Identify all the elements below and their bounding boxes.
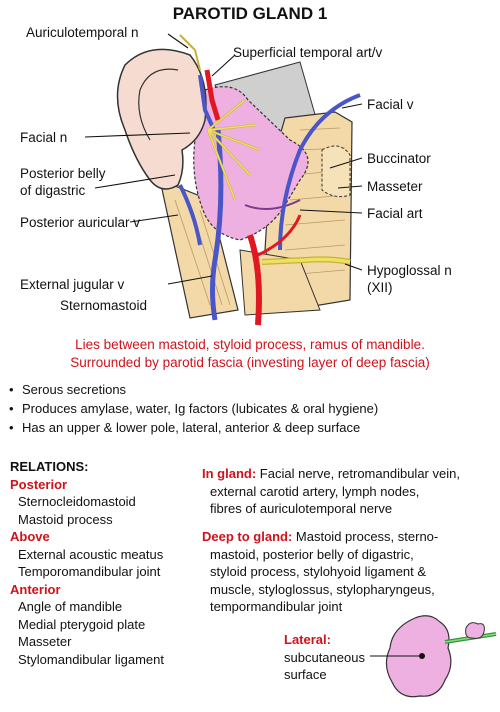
deep-to-gland-label: Deep to gland: (202, 529, 293, 544)
above-heading: Above (10, 529, 50, 544)
label-facial-vein: Facial v (367, 97, 414, 112)
auriculotemporal-nerve (179, 34, 201, 71)
relation-item: Angle of mandible (18, 599, 123, 614)
relations-heading: RELATIONS: (10, 459, 89, 474)
ear (116, 48, 207, 190)
lateral-line-1: subcutaneous (284, 649, 365, 665)
label-external-jugular: External jugular v (20, 277, 125, 292)
facial-artery (257, 214, 302, 257)
relation-item: Sternocleidomastoid (18, 494, 136, 509)
deep-line-5: tempormandibular joint (210, 599, 343, 614)
lateral-label: Lateral: (284, 632, 331, 647)
bullet-item: Serous secretions (8, 380, 378, 399)
in-gland-line-2: external carotid artery, lymph nodes, (210, 483, 420, 499)
in-gland-section: In gland: Facial nerve, retromandibular … (202, 465, 460, 518)
relation-item: Mastoid process (18, 511, 113, 527)
relation-item: Stylomandibular ligament (18, 651, 164, 667)
parotid-illustration (84, 33, 363, 326)
superficial-temporal-vein (198, 74, 216, 131)
label-auriculotemporal: Auriculotemporal n (26, 25, 139, 40)
deep-line-3: styloid process, stylohyoid ligament & (210, 564, 427, 579)
deep-line-4: muscle, styloglossus, stylopharyngeus, (210, 581, 435, 597)
label-sternomastoid: Sternomastoid (60, 298, 148, 313)
label-posterior-belly-2: of digastric (20, 183, 86, 198)
lateral-surface-diagram (370, 615, 497, 698)
summary-line-2: Surrounded by parotid fascia (investing … (70, 355, 430, 370)
page-title: PAROTID GLAND 1 (172, 4, 328, 23)
label-posterior-auricular: Posterior auricular v (20, 215, 141, 230)
lateral-section: Lateral: subcutaneous surface (284, 631, 365, 684)
anterior-heading: Anterior (10, 581, 61, 597)
bullet-item: Has an upper & lower pole, lateral, ante… (8, 418, 378, 437)
label-facial-artery: Facial art (367, 206, 423, 221)
relations-section: RELATIONS: Posterior Sternocleidomastoid… (10, 458, 164, 668)
label-posterior-belly-1: Posterior belly (20, 166, 106, 181)
bullet-item: Produces amylase, water, Ig factors (lub… (8, 399, 378, 418)
deep-line-1: Mastoid process, sterno- (295, 529, 439, 544)
relation-item: External acoustic meatus (18, 546, 164, 562)
facial-vein (278, 93, 361, 251)
buccinator-muscle (321, 145, 351, 198)
label-superficial-temporal: Superficial temporal art/v (233, 45, 383, 60)
accessory-gland (465, 622, 485, 639)
deep-to-gland-section: Deep to gland: Mastoid process, sterno- … (202, 528, 438, 616)
label-masseter: Masseter (367, 179, 423, 194)
label-buccinator: Buccinator (367, 151, 431, 166)
relation-item: Medial pterygoid plate (18, 616, 146, 632)
posterior-auricular-vein (178, 184, 202, 246)
label-hypoglossal-1: Hypoglossal n (367, 263, 452, 278)
posterior-heading: Posterior (10, 476, 68, 492)
relation-item: Masseter (18, 634, 72, 649)
deep-line-2: mastoid, posterior belly of digastric, (210, 546, 414, 562)
lateral-line-2: surface (284, 667, 327, 682)
summary-line-1: Lies between mastoid, styloid process, r… (75, 337, 425, 352)
label-hypoglossal-2: (XII) (367, 280, 393, 295)
in-gland-label: In gland: (202, 466, 257, 481)
external-carotid-artery (247, 234, 262, 326)
in-gland-line-1: Facial nerve, retromandibular vein, (259, 466, 460, 481)
relation-item: Temporomandibular joint (18, 564, 161, 579)
pointer-dot (419, 653, 425, 659)
in-gland-line-3: fibres of auriculotemporal nerve (210, 501, 393, 516)
label-facial-nerve: Facial n (20, 130, 68, 145)
parotid-duct (244, 199, 301, 210)
superficial-temporal-artery (204, 69, 221, 121)
feature-list: Serous secretions Produces amylase, wate… (8, 380, 378, 437)
